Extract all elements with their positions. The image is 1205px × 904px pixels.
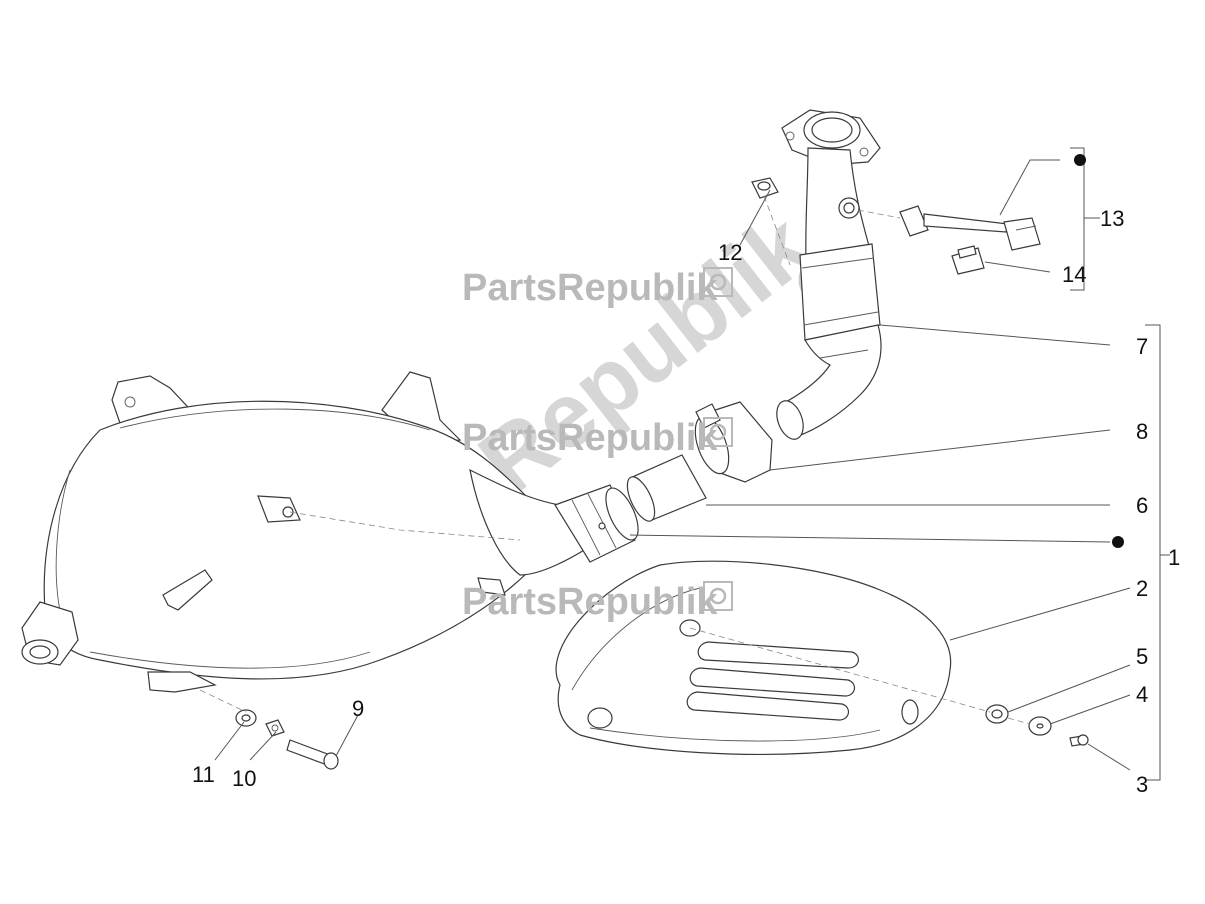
part-3-screw [1069,734,1089,747]
callout-6: 6 [1136,493,1148,518]
callout-14: 14 [1062,262,1086,287]
watermark-top-text: PartsRepublik [462,267,718,309]
part-14-connector [951,245,985,275]
callout-11: 11 [192,762,215,787]
gear-icon [703,267,733,297]
part-8-clamp [694,401,773,483]
callout-3: 3 [1136,772,1148,797]
part-9-bolt [286,739,339,770]
part-11-washer [235,709,257,727]
callout-4: 4 [1136,682,1148,707]
callout-2: 2 [1136,576,1148,601]
callout-9: 9 [352,696,364,721]
assembly-lines [199,195,1031,725]
watermark-middle: PartsRepublik [462,417,733,459]
part-7-exhaust-pipe [776,109,882,440]
part-13-oxygen-sensor [899,205,1041,251]
watermark-bottom-text: PartsRepublik [462,581,718,623]
leader-lines [214,147,1170,781]
gear-icon [703,581,733,611]
callout-7: 7 [1136,334,1148,359]
muffler-body [21,371,639,693]
callout-13: 13 [1100,206,1124,231]
part-2-heat-shield [555,560,952,755]
callout-12: 12 [718,240,742,265]
part-5-grommet [985,704,1009,724]
callout-5: 5 [1136,644,1148,669]
part-12-nut [751,177,779,199]
gear-icon [703,417,733,447]
part-4-washer [1028,716,1052,736]
part-10-nut [265,719,285,737]
watermark-top: PartsRepublik [462,267,733,309]
callout-1: 1 [1168,545,1180,570]
callout-10: 10 [232,766,256,791]
watermark-middle-text: PartsRepublik [462,417,718,459]
watermark-bottom: PartsRepublik [462,581,733,623]
callout-8: 8 [1136,419,1148,444]
reference-dot-1 [1112,536,1124,548]
callout-labels: 1 2 3 4 5 6 7 8 9 10 11 12 13 14 [192,206,1180,797]
part-6-sleeve [626,454,707,522]
reference-dot-13 [1074,154,1086,166]
